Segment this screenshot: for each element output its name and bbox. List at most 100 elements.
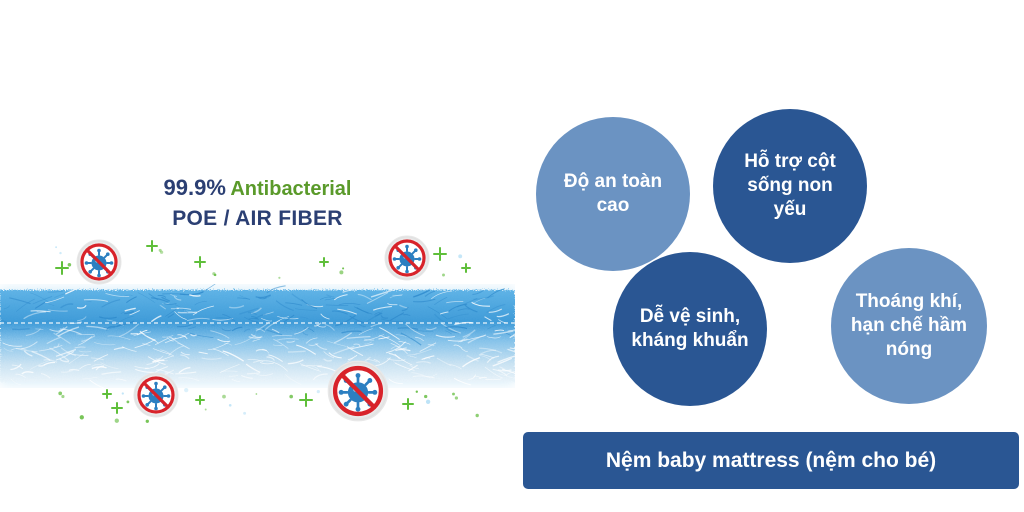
no-virus-icon [327, 360, 389, 422]
fiber-strand [15, 298, 35, 312]
fiber-strand [372, 305, 392, 311]
fiber-strand [231, 378, 241, 382]
sparkle-dot [424, 394, 428, 399]
fiber-strand [325, 304, 349, 307]
fiber-strand [387, 303, 398, 306]
fiber-strand [222, 350, 245, 362]
fiber-strand [266, 356, 275, 361]
fiber-strand [444, 330, 452, 335]
fiber-strand [177, 311, 197, 314]
fiber-strand [409, 364, 420, 370]
fiber-strand [107, 335, 131, 340]
fiber-strand [106, 325, 116, 331]
fiber-strand [117, 315, 134, 324]
fiber-strand [12, 328, 30, 331]
fiber-strand [188, 326, 197, 330]
fiber-strand [447, 303, 468, 313]
fiber-strand [45, 296, 65, 304]
fiber-strand [471, 301, 491, 307]
fiber-strand [116, 320, 135, 327]
fiber-strand [167, 313, 175, 319]
fiber-strand [93, 354, 109, 362]
fiber-strand [11, 364, 24, 370]
sparkle-dot [61, 394, 65, 399]
fiber-strand [464, 304, 478, 313]
fiber-strand [390, 312, 405, 321]
fiber-strand [285, 302, 303, 306]
plus-sparkle-icon [146, 240, 158, 252]
fiber-strand [168, 336, 177, 340]
fiber-strand [59, 328, 82, 335]
fiber-strand [66, 351, 75, 356]
fiber-strand [170, 294, 178, 297]
fiber-strand [245, 363, 261, 373]
fiber-strand [261, 348, 269, 354]
fiber-strand [174, 311, 187, 320]
fiber-strand [350, 343, 374, 350]
fiber-strand [364, 312, 383, 324]
fiber-strand [479, 376, 487, 379]
fiber-strand [486, 303, 506, 314]
fiber-strand [333, 332, 353, 344]
fiber-strand [154, 355, 174, 363]
fiber-strand [458, 334, 471, 343]
sparkle-dot [184, 387, 189, 393]
fiber-strand [239, 307, 259, 315]
fiber-strand [48, 303, 55, 306]
fiber-strand [53, 332, 71, 345]
feature-text: Dễ vệ sinh, kháng khuẩn [631, 305, 748, 353]
fiber-strand [364, 341, 372, 345]
fiber-strand [95, 365, 105, 371]
fiber-strand [91, 357, 104, 361]
fiber-strand [333, 345, 355, 355]
fiber-strand [496, 313, 510, 318]
sparkle-dot [159, 250, 164, 254]
fiber-strand [374, 312, 382, 315]
feature-line: Thoáng khí, [855, 291, 963, 312]
no-virus-icon [133, 372, 179, 418]
fiber-strand [137, 292, 155, 303]
fiber-strand [229, 304, 245, 309]
fiber-strand [486, 336, 501, 339]
fiber-strand [431, 290, 453, 300]
fiber-strand [385, 341, 406, 354]
fiber-strand [67, 352, 89, 356]
fiber-strand [447, 313, 469, 320]
fiber-strand [194, 301, 207, 306]
fiber-strand [320, 313, 330, 320]
fiber-strand [291, 293, 303, 302]
fiber-strand [364, 356, 371, 362]
fiber-strand [25, 328, 42, 337]
fiber-strand [485, 378, 502, 381]
fiber-strand [492, 357, 513, 367]
fiber-strand [276, 338, 299, 341]
plus-sparkle-icon [111, 402, 123, 414]
fiber-strand [397, 327, 419, 330]
fiber-strand [82, 376, 98, 380]
fiber-strand [78, 350, 92, 353]
fiber-strand [375, 357, 391, 367]
fiber-strand [161, 296, 171, 302]
fiber-strand [170, 336, 190, 350]
fiber-strand [10, 348, 27, 351]
fiber-strand [484, 366, 503, 379]
fiber-strand [31, 350, 51, 361]
sparkle-dot [454, 396, 459, 400]
feature-line: nóng [885, 339, 933, 360]
fiber-strand [272, 361, 288, 372]
fiber-strand [453, 377, 472, 386]
fiber-strand [177, 342, 189, 349]
fiber-strand [94, 342, 116, 346]
fiber-strand [498, 366, 506, 371]
fiber-strand [179, 291, 204, 296]
fiber-strand [468, 374, 477, 380]
sparkle-dot [121, 392, 124, 395]
fiber-strand [174, 304, 189, 314]
fiber-strand [164, 369, 175, 374]
fiber-strand [224, 342, 232, 346]
fiber-strand [136, 329, 148, 336]
fiber-strand [45, 319, 53, 324]
feature-circle-safety: Độ an toàn cao [536, 117, 690, 271]
fiber-strand [509, 334, 515, 339]
fiber-strand [379, 326, 400, 341]
